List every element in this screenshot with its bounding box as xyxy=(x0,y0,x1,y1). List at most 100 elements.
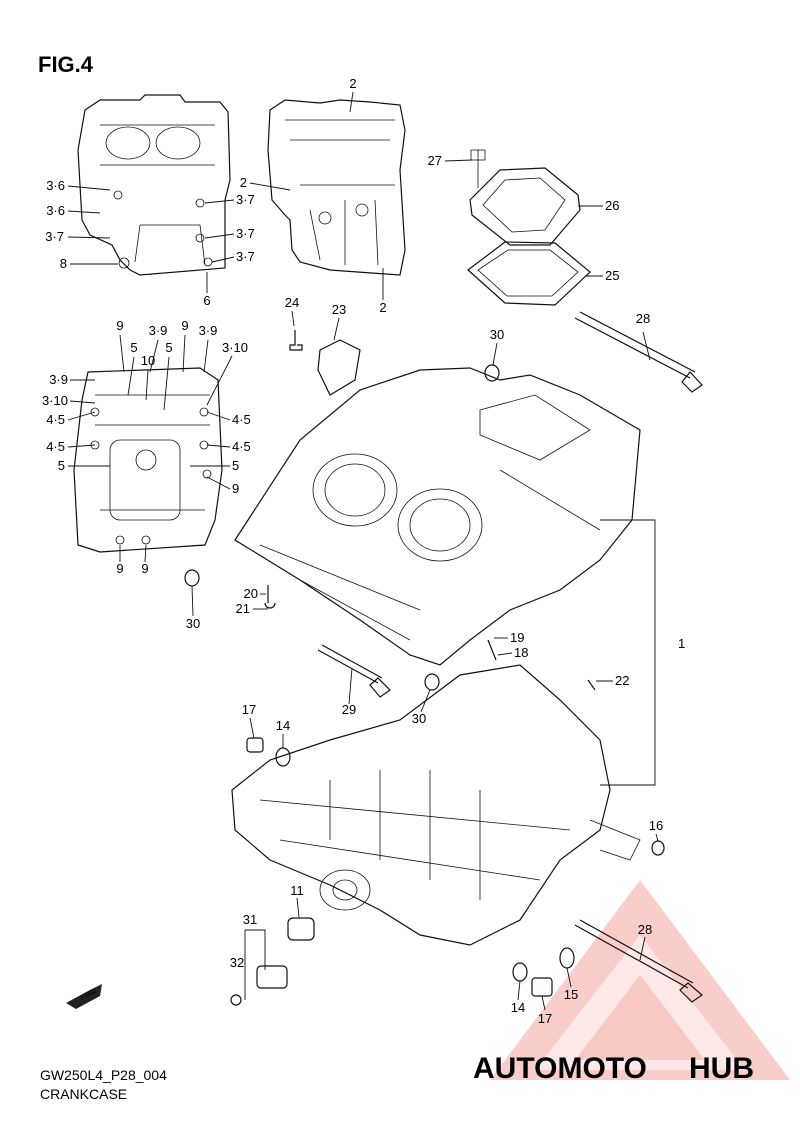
part-callout-label: 28 xyxy=(636,311,650,326)
part-callout-label: 20 xyxy=(244,586,258,601)
callout-leader-line xyxy=(206,355,233,406)
callout-leader-line xyxy=(211,256,235,263)
callout-leader-line xyxy=(444,159,473,162)
watermark-triangle-inner xyxy=(535,935,745,1070)
jet-18-19-22 xyxy=(487,639,596,691)
part-callout-label: 9 xyxy=(181,318,188,333)
callout-leader-line xyxy=(69,400,96,404)
part-callout-label: 31 xyxy=(243,912,257,927)
fasteners xyxy=(184,311,703,1006)
callout-leader-line xyxy=(67,411,96,421)
plug-17-a xyxy=(246,737,264,753)
lower-crankcase xyxy=(231,664,641,946)
callout-leader-line xyxy=(249,717,255,739)
part-callout-label: 24 xyxy=(285,295,299,310)
callout-leader-line xyxy=(127,356,135,396)
callout-leader-line xyxy=(67,236,111,239)
part-callout-label: 32 xyxy=(230,955,244,970)
part-callout-label: 16 xyxy=(649,818,663,833)
callout-leader-line xyxy=(206,444,231,448)
plug-11 xyxy=(287,917,315,941)
callout-leader-line xyxy=(249,182,291,191)
callout-leader-line xyxy=(149,339,159,373)
callout-leader-line xyxy=(163,356,170,411)
part-callout-label: 15 xyxy=(564,987,578,1002)
part-callout-label: 3·10 xyxy=(222,340,248,355)
callout-leader-line xyxy=(144,544,147,563)
part-callout-label: 3·7 xyxy=(236,249,255,264)
part-callout-label: 5 xyxy=(58,458,65,473)
upper-case-bolt-view xyxy=(77,94,231,276)
callout-leader-line xyxy=(497,652,513,656)
callout-leader-line xyxy=(642,331,651,361)
part-callout-label: 2 xyxy=(379,300,386,315)
part-callout-label: 14 xyxy=(276,718,290,733)
callout-leader-line xyxy=(67,210,101,214)
part-callout-label: 9 xyxy=(232,481,239,496)
part-callout-label: 5 xyxy=(232,458,239,473)
part-callout-label: 18 xyxy=(514,645,528,660)
callout-leader-line xyxy=(291,310,295,327)
part-callout-label: 10 xyxy=(141,353,155,368)
part-callout-label: 29 xyxy=(342,702,356,717)
part-callout-label: 14 xyxy=(511,1000,525,1015)
part-callout-label: 1 xyxy=(678,636,685,651)
part-callout-label: 11 xyxy=(290,883,304,898)
upper-case-side-view xyxy=(267,99,406,276)
callout-leader-line xyxy=(67,444,96,448)
callout-leader-line xyxy=(541,995,546,1011)
screw-32 xyxy=(230,994,242,1006)
part-callout-label: 3·9 xyxy=(199,323,218,338)
part-callout-label: 30 xyxy=(186,616,200,631)
bracket-part-1 xyxy=(600,519,656,786)
part-callout-label: 2 xyxy=(240,175,247,190)
part-callout-label: 4·5 xyxy=(46,412,65,427)
part-callout-label: 19 xyxy=(510,630,524,645)
figure-label: FIG.4 xyxy=(38,52,94,77)
lower-case-bolt-view xyxy=(73,367,223,553)
part-callout-label: 9 xyxy=(116,561,123,576)
part-callout-label: 4·5 xyxy=(232,439,251,454)
dowel-30-c xyxy=(424,673,440,691)
part-callout-label: 9 xyxy=(141,561,148,576)
long-bolt-28-lower xyxy=(574,919,703,1003)
bracket-part-31 xyxy=(244,929,266,1000)
callout-leader-line xyxy=(206,476,231,490)
callout-leader-line xyxy=(203,339,209,373)
part-callout-label: 21 xyxy=(236,601,250,616)
callout-leader-line xyxy=(67,185,111,191)
part-callout-label: 3·9 xyxy=(49,372,68,387)
part-callout-label: 3·7 xyxy=(236,192,255,207)
diagram-title: CRANKCASE xyxy=(40,1086,127,1102)
switch-31 xyxy=(256,965,288,989)
callout-leader-line xyxy=(182,334,186,373)
diagram-code: GW250L4_P28_004 xyxy=(40,1067,167,1083)
part-callout-label: 3·7 xyxy=(45,229,64,244)
watermark-text-secondary: HUB xyxy=(689,1052,754,1085)
callout-leader-line xyxy=(145,369,149,401)
part-callout-label: 3·6 xyxy=(46,178,65,193)
part-callout-label: 4·5 xyxy=(232,412,251,427)
jet-20-21 xyxy=(264,585,276,609)
watermark-logo xyxy=(490,880,790,1080)
fwd-arrow: FWD xyxy=(66,984,102,1009)
part-callout-label: 26 xyxy=(605,198,619,213)
breather-cover-assembly xyxy=(467,149,591,306)
bolt-24 xyxy=(289,330,303,351)
washer-14-b xyxy=(512,962,528,982)
part-callout-label: 28 xyxy=(638,922,652,937)
callout-leader-line xyxy=(191,585,194,617)
callout-leader-line xyxy=(206,411,231,421)
dowel-15 xyxy=(559,947,575,969)
upper-crankcase xyxy=(234,339,641,666)
callout-leader-line xyxy=(492,342,498,366)
part-callout-label: 30 xyxy=(490,327,504,342)
dowel-16 xyxy=(651,840,665,856)
watermark-text-primary: AUTOMOTO xyxy=(473,1052,647,1085)
callout-leader-line xyxy=(349,91,354,113)
part-callout-label: 6 xyxy=(203,293,210,308)
callout-leader-line xyxy=(204,199,235,204)
callout-leader-line xyxy=(296,897,300,918)
bolt-29 xyxy=(317,644,391,698)
